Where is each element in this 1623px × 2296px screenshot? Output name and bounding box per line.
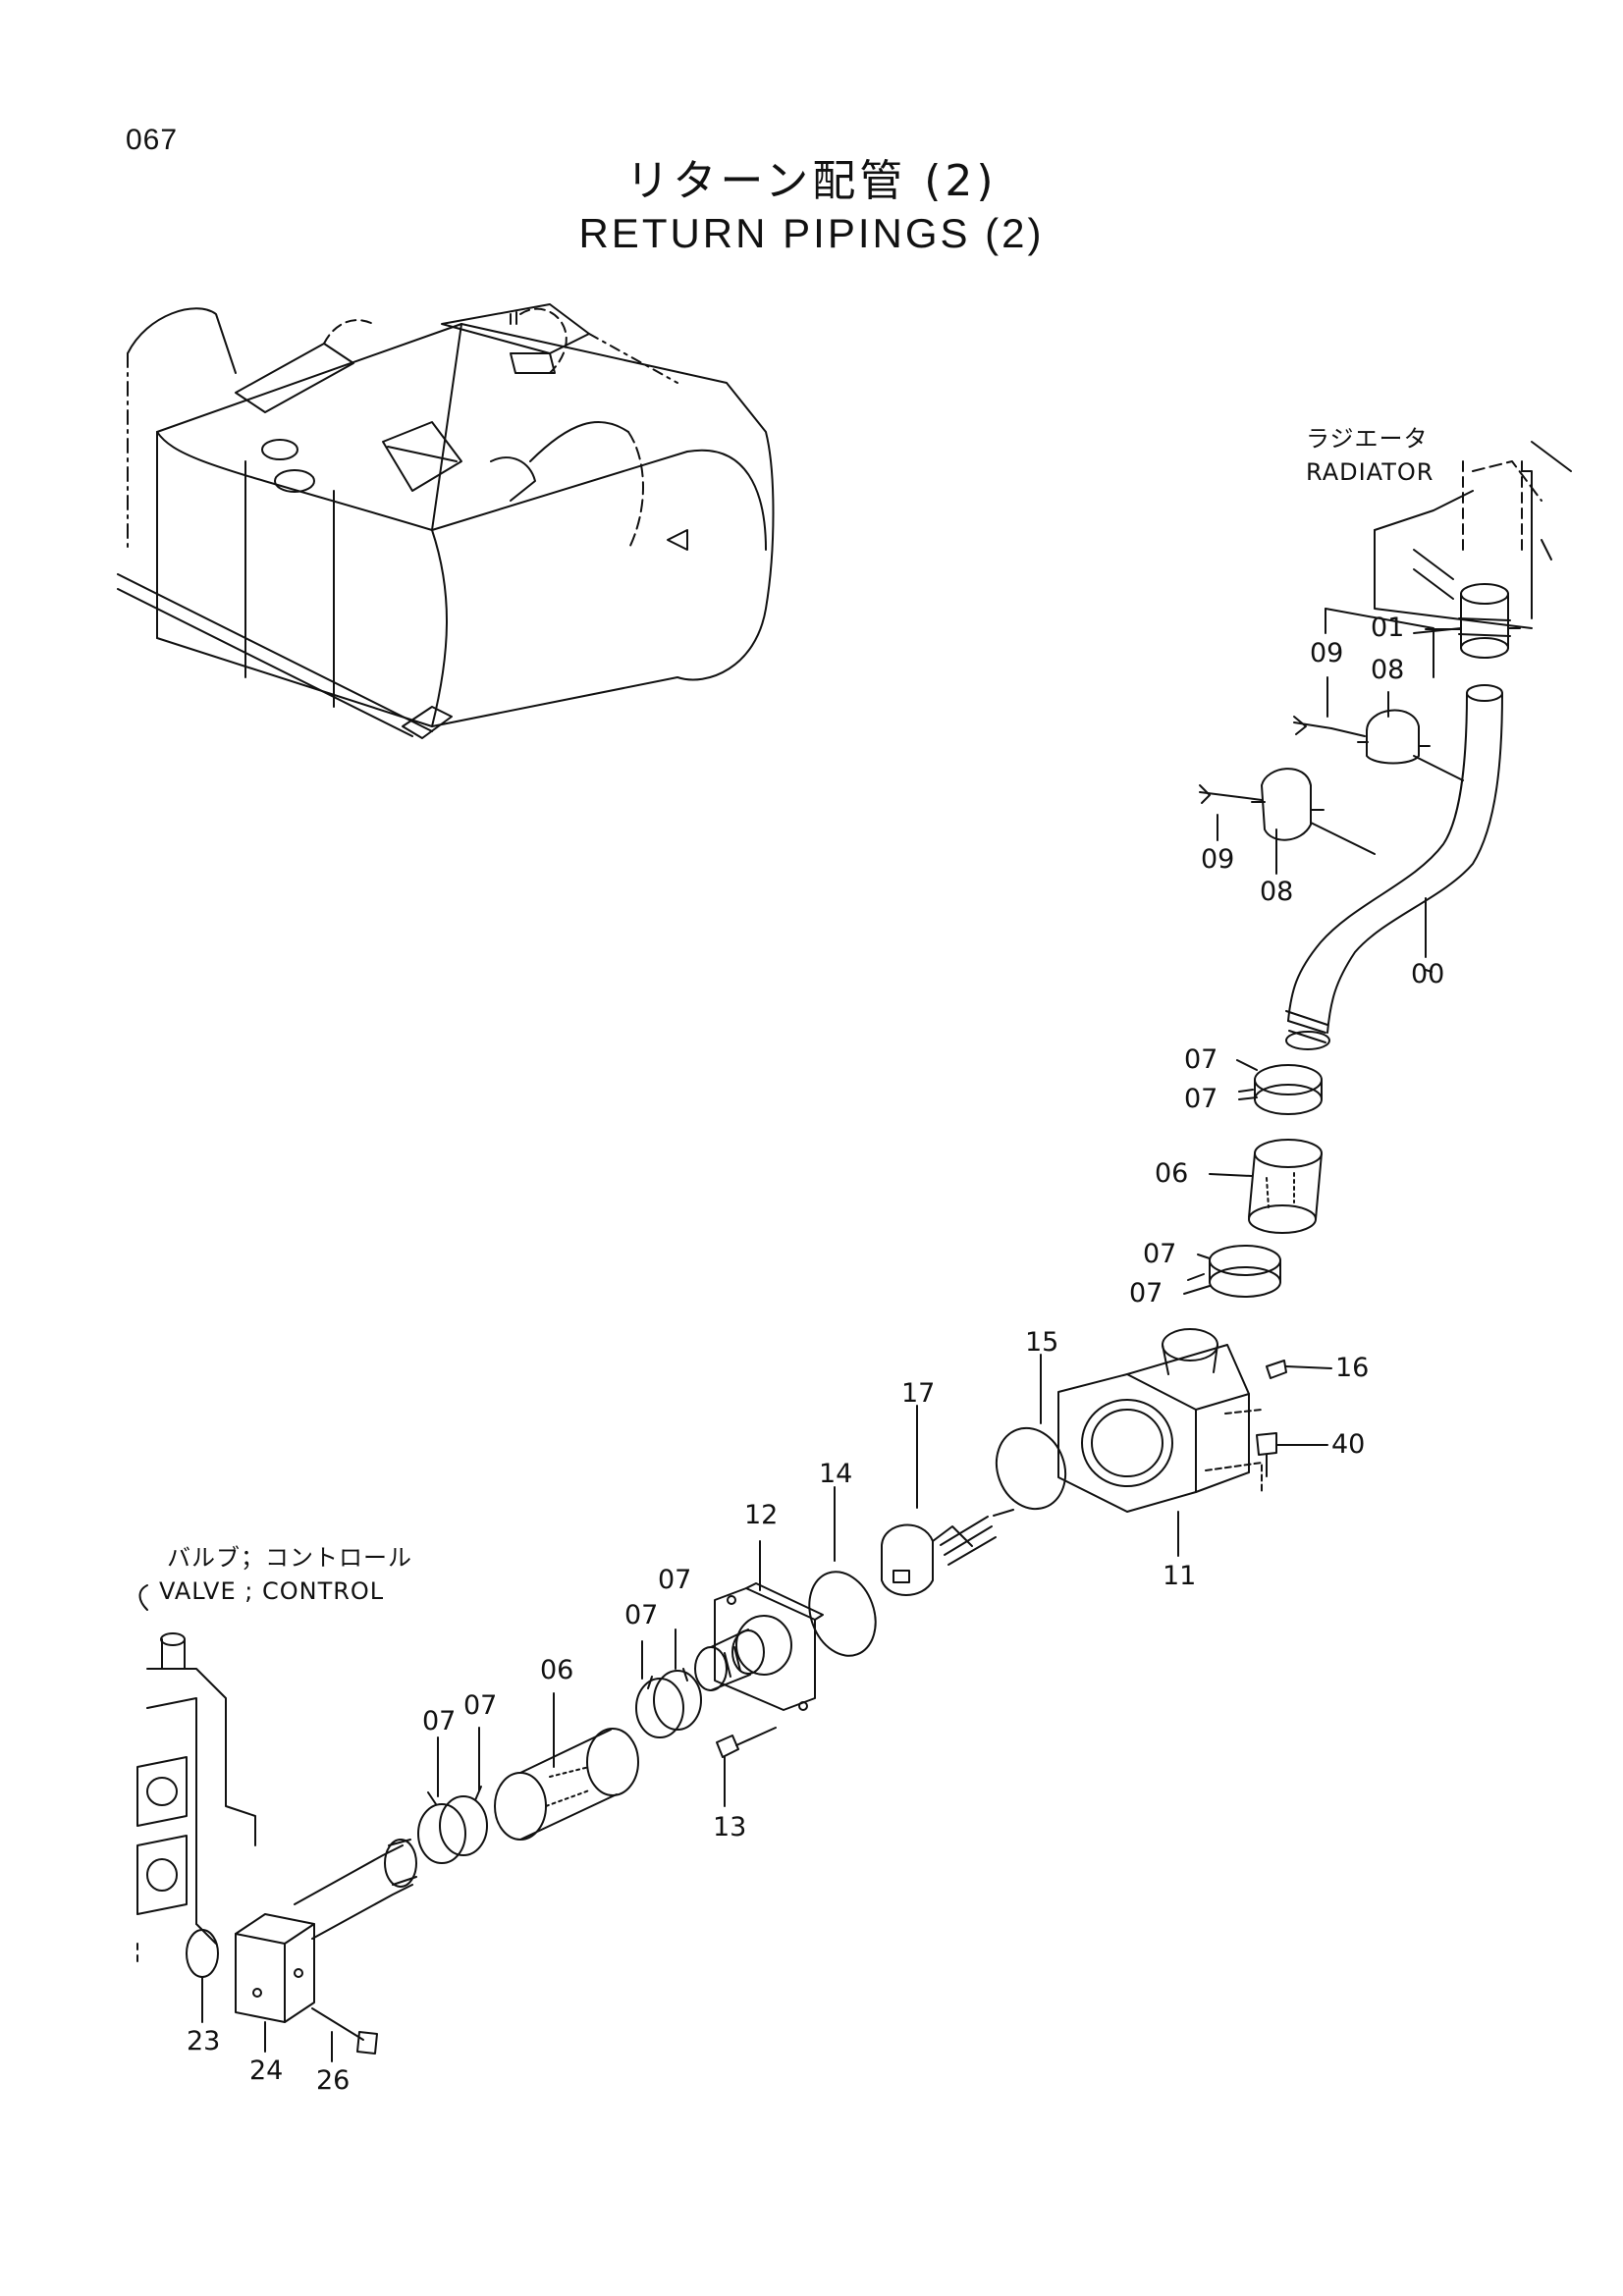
page-title-english: RETURN PIPINGS (2) xyxy=(578,210,1045,256)
bolt-09-upper xyxy=(1293,716,1366,737)
callout-14: 14 xyxy=(819,1459,853,1489)
callout-13: 13 xyxy=(713,1812,747,1842)
clamp-08-lower xyxy=(1251,768,1376,855)
page-number: 067 xyxy=(126,124,179,156)
callout-15: 15 xyxy=(1025,1327,1059,1358)
machine-body-illustration xyxy=(117,303,775,739)
callout-09: 09 xyxy=(1201,844,1235,875)
bolt-40 xyxy=(1256,1432,1328,1477)
callout-24: 24 xyxy=(249,2056,284,2086)
bolt-16 xyxy=(1266,1360,1332,1379)
valve-label-jp: バルブ；コントロール xyxy=(167,1544,412,1572)
callout-01: 01 xyxy=(1371,613,1405,643)
callout-12: 12 xyxy=(744,1500,779,1530)
callout-11: 11 xyxy=(1163,1561,1197,1591)
clamp-07-lower xyxy=(1187,1245,1281,1298)
radiator-label-jp: ラジエータ xyxy=(1306,425,1429,453)
bolt-09-lower xyxy=(1199,784,1263,804)
callout-07: 07 xyxy=(1129,1278,1163,1308)
callout-26: 26 xyxy=(316,2065,351,2096)
clamp-07-middle xyxy=(635,1629,702,1738)
callout-09: 09 xyxy=(1310,638,1344,668)
clamp-08-upper xyxy=(1357,709,1464,781)
callout-07: 07 xyxy=(1143,1239,1177,1269)
hose-06-upper xyxy=(1248,1139,1323,1234)
part-23-oring xyxy=(186,1929,219,2023)
callout-07: 07 xyxy=(1184,1044,1218,1075)
part-12-flange xyxy=(714,1540,824,1711)
callout-leaders xyxy=(1183,627,1462,1295)
part-26-bolt xyxy=(311,2007,378,2062)
part-17-valve xyxy=(881,1405,1014,1596)
part-24-block xyxy=(235,1913,315,2053)
radiator-reference-label: ラジエータ RADIATOR xyxy=(1306,422,1434,489)
callout-08: 08 xyxy=(1260,877,1294,907)
callout-08: 08 xyxy=(1371,655,1405,685)
page-title-japanese: リターン配管 (2) xyxy=(625,156,998,206)
clamp-07-bottom xyxy=(417,1727,488,1864)
part-15-oring xyxy=(995,1354,1067,1511)
part-00-hose xyxy=(1285,684,1503,1050)
control-valve-illustration xyxy=(136,1584,256,1964)
callout-07: 07 xyxy=(422,1706,457,1736)
callout-06: 06 xyxy=(540,1655,574,1685)
callout-07: 07 xyxy=(658,1565,692,1595)
callout-07: 07 xyxy=(624,1600,659,1630)
valve-reference-label: バルブ；コントロール VALVE ; CONTROL xyxy=(159,1541,412,1608)
valve-label-en: VALVE ; CONTROL xyxy=(159,1577,385,1605)
part-14-oring xyxy=(808,1486,877,1657)
callout-07: 07 xyxy=(463,1690,498,1721)
pipe-stub xyxy=(694,1629,765,1691)
hose-06-lower xyxy=(494,1692,639,1841)
return-pipe xyxy=(294,1839,417,1940)
callout-40: 40 xyxy=(1331,1429,1366,1460)
callout-06: 06 xyxy=(1155,1158,1189,1189)
part-01-hose xyxy=(1425,583,1521,659)
callout-17: 17 xyxy=(901,1378,936,1409)
clamp-07-upper xyxy=(1238,1064,1323,1115)
callout-00: 00 xyxy=(1411,959,1445,989)
radiator-label-en: RADIATOR xyxy=(1306,458,1434,486)
callout-07: 07 xyxy=(1184,1084,1218,1114)
part-13-bolt xyxy=(716,1727,777,1807)
callout-23: 23 xyxy=(187,2026,221,2056)
part-11-housing xyxy=(1057,1328,1263,1557)
callout-16: 16 xyxy=(1335,1353,1370,1383)
